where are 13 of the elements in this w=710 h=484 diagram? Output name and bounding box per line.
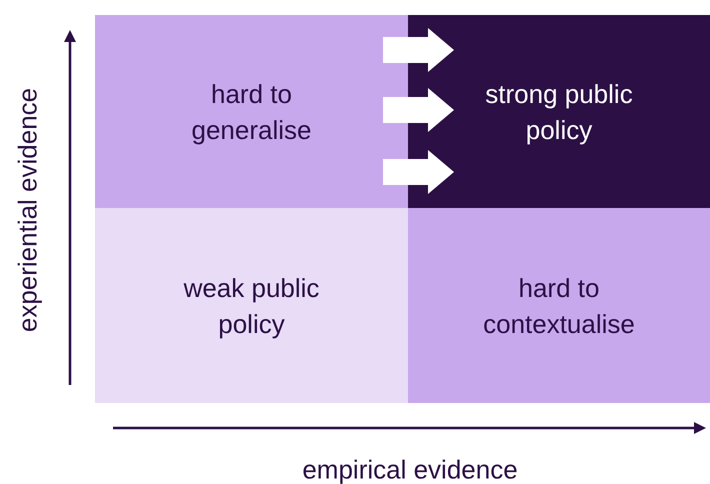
block-arrow bbox=[383, 88, 454, 132]
quadrant-box bbox=[95, 15, 408, 208]
quadrant-label: weak public policy bbox=[182, 272, 320, 340]
quadrant-box bbox=[408, 15, 710, 208]
quadrant-box bbox=[95, 208, 408, 403]
axis-label: experiential evidence bbox=[12, 88, 44, 332]
quadrant-label: hard to contextualise bbox=[482, 272, 636, 340]
quadrant-label: hard to generalise bbox=[190, 78, 312, 146]
quadrant-box bbox=[408, 208, 710, 403]
block-arrow bbox=[383, 150, 454, 194]
axis-label: empirical evidence bbox=[302, 454, 518, 484]
quadrant-label: strong public policy bbox=[484, 78, 634, 146]
block-arrow bbox=[383, 28, 454, 72]
